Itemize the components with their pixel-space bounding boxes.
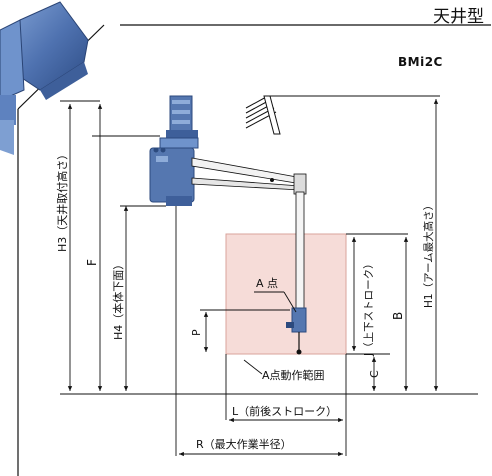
product-photo	[0, 1, 89, 155]
ceiling-hatch-icon	[245, 95, 440, 135]
balancer-arm-drawing	[149, 95, 307, 355]
h4-label: H4（本体下面）	[111, 259, 125, 340]
c-label: C	[368, 370, 381, 378]
frame-border	[17, 24, 491, 476]
f-label: F	[85, 259, 99, 266]
a-point-label: A 点	[256, 277, 278, 290]
j-label: J（上下ストローク）	[363, 258, 375, 357]
r-label: R（最大作業半径）	[196, 437, 292, 451]
a-point-range-box	[225, 233, 347, 355]
h3-label: H3（天井取付高さ）	[55, 149, 69, 252]
h1-label: H1（アーム最大高さ）	[422, 200, 435, 308]
model-name: BMi2C	[398, 55, 443, 69]
p-label: P	[190, 329, 203, 336]
page-title: 天井型	[433, 7, 484, 27]
a-range-label: A点動作範囲	[262, 368, 325, 382]
b-label: B	[391, 312, 405, 320]
l-label: L（前後ストローク）	[232, 404, 337, 418]
